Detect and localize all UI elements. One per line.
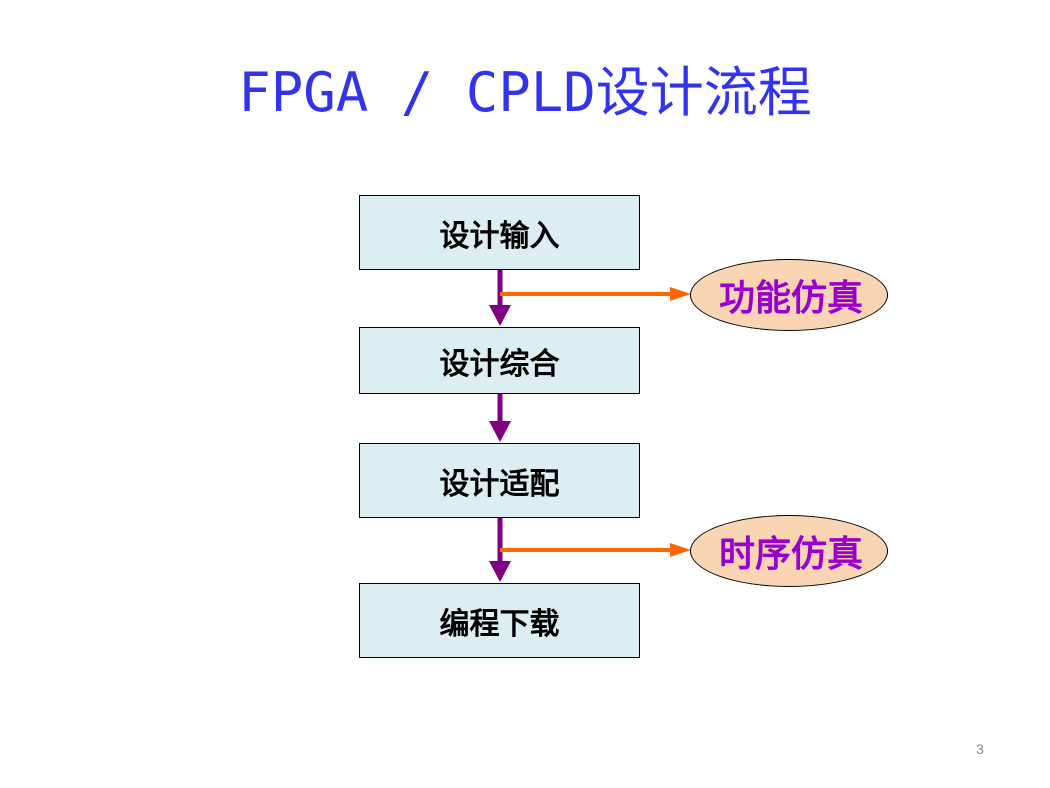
step-design-fitting: 设计适配 — [359, 443, 640, 518]
step-design-input: 设计输入 — [359, 195, 640, 270]
functional-sim-ellipse — [690, 259, 888, 331]
down-arrow-3 — [489, 518, 511, 582]
branch-arrow-timing-sim — [500, 543, 691, 557]
step-program-download: 编程下载 — [359, 583, 640, 658]
timing-sim-node: 时序仿真 — [690, 515, 888, 587]
branch-arrow-functional-sim — [500, 287, 691, 301]
step-design-synthesis-label: 设计综合 — [439, 346, 560, 382]
down-arrow-2 — [489, 394, 511, 442]
step-program-download-label: 编程下载 — [439, 606, 560, 642]
functional-sim-label: 功能仿真 — [718, 277, 863, 319]
step-design-synthesis: 设计综合 — [359, 327, 640, 394]
timing-sim-ellipse — [690, 515, 888, 587]
timing-sim-label: 时序仿真 — [718, 533, 863, 575]
slide-title: FPGA / CPLD设计流程 — [238, 61, 812, 124]
functional-sim-node: 功能仿真 — [690, 259, 888, 331]
page-number: 3 — [976, 741, 984, 757]
step-design-fitting-label: 设计适配 — [439, 466, 560, 502]
down-arrow-1 — [489, 270, 511, 326]
step-design-input-label: 设计输入 — [439, 218, 560, 254]
